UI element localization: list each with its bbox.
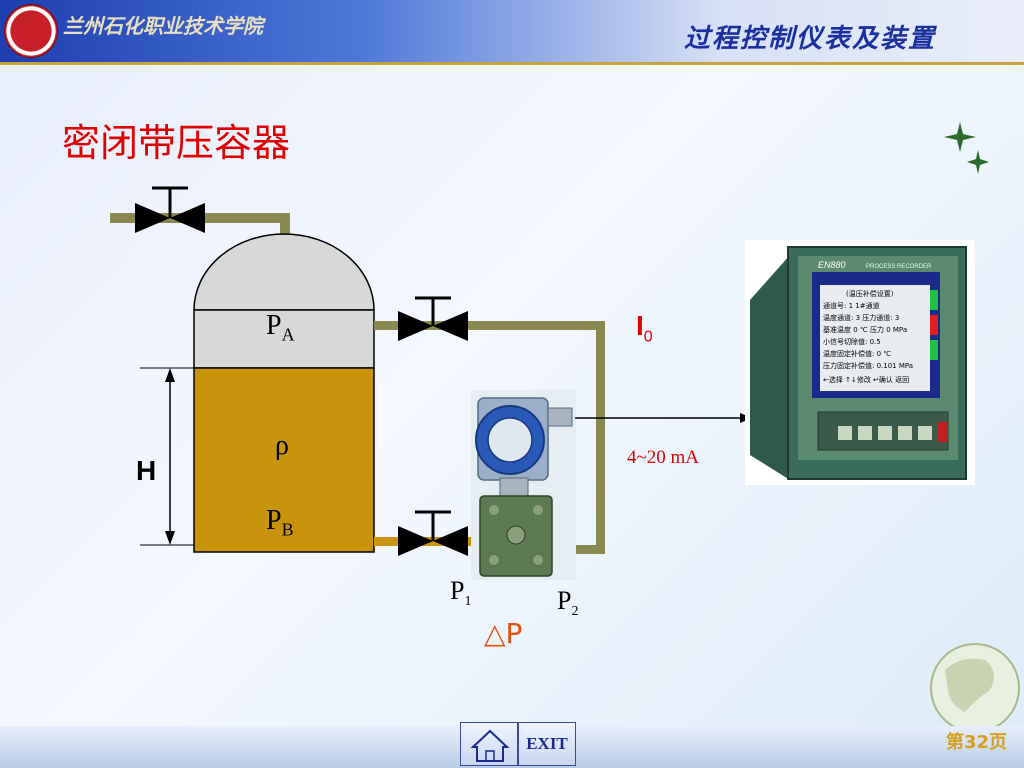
school-logo: 195 [4, 4, 58, 58]
upper-impulse-pipe [374, 321, 605, 554]
height-dimension [140, 367, 194, 546]
label-pb-main: P [266, 505, 282, 536]
label-pb: PB [266, 505, 294, 541]
label-p2-main: P [557, 586, 572, 615]
label-i0-main: I [636, 310, 644, 341]
pressure-vessel [193, 233, 375, 553]
label-p2: P2 [557, 586, 578, 620]
home-button[interactable] [460, 722, 518, 766]
label-pa-sub: A [281, 324, 295, 345]
top-valve-icon [135, 186, 205, 233]
page-number: 第32页 [946, 732, 1008, 753]
header-bar: 195 兰州石化职业技术学院 过程控制仪表及装置 [0, 0, 1024, 65]
upper-valve-icon [398, 296, 468, 341]
label-delta-p: △P [484, 617, 523, 650]
label-i0: I0 [636, 310, 653, 347]
label-pa: PA [266, 310, 295, 346]
label-p2-sub: 2 [571, 604, 579, 620]
sparkle-icon [944, 122, 989, 174]
globe-icon [930, 643, 1020, 733]
slide-title: 密闭带压容器 [62, 121, 291, 165]
recorder-screen-row: 小信号切除值: 0.5 [823, 337, 881, 346]
recorder-screen-row: 温度通道: 3 压力通道: 3 [823, 313, 899, 322]
label-h: H [136, 455, 157, 486]
liquid-level [193, 367, 375, 553]
label-rho: ρ [275, 430, 289, 461]
home-icon [470, 729, 510, 762]
school-name: 兰州石化职业技术学院 [63, 16, 263, 38]
dp-transmitter [471, 390, 576, 580]
label-pb-sub: B [281, 519, 294, 540]
exit-label: EXIT [526, 734, 568, 753]
label-p1: P1 [450, 576, 471, 610]
label-signal-range: 4~20 mA [627, 447, 700, 468]
label-i0-sub: 0 [643, 328, 653, 346]
recorder-model: EN880 [818, 260, 846, 270]
lower-valve-icon [398, 510, 468, 556]
paperless-recorder: EN880 PROCESS RECORDER (温压补偿设置) 通道号: 1 1… [745, 240, 975, 485]
logo-text: 195 [22, 24, 40, 35]
recorder-screen-row: 通道号: 1 1#通道 [823, 301, 880, 310]
recorder-screen-row: 基准温度 0 ℃ 压力 0 MPa [823, 325, 907, 334]
label-pa-main: P [266, 310, 282, 341]
course-title: 过程控制仪表及装置 [683, 24, 936, 53]
recorder-screen-row: 压力固定补偿值: 0.101 MPa [823, 361, 913, 370]
recorder-screen-row: ←选择 ↑↓修改 ↵确认 返回 [823, 375, 909, 384]
recorder-screen-row: (温压补偿设置) [846, 289, 894, 298]
label-p1-sub: 1 [464, 594, 472, 610]
recorder-screen-row: 温度固定补偿值: 0 ℃ [823, 349, 891, 358]
label-p1-main: P [450, 576, 465, 605]
exit-button[interactable]: EXIT [518, 722, 576, 766]
recorder-brand: PROCESS RECORDER [866, 264, 932, 270]
